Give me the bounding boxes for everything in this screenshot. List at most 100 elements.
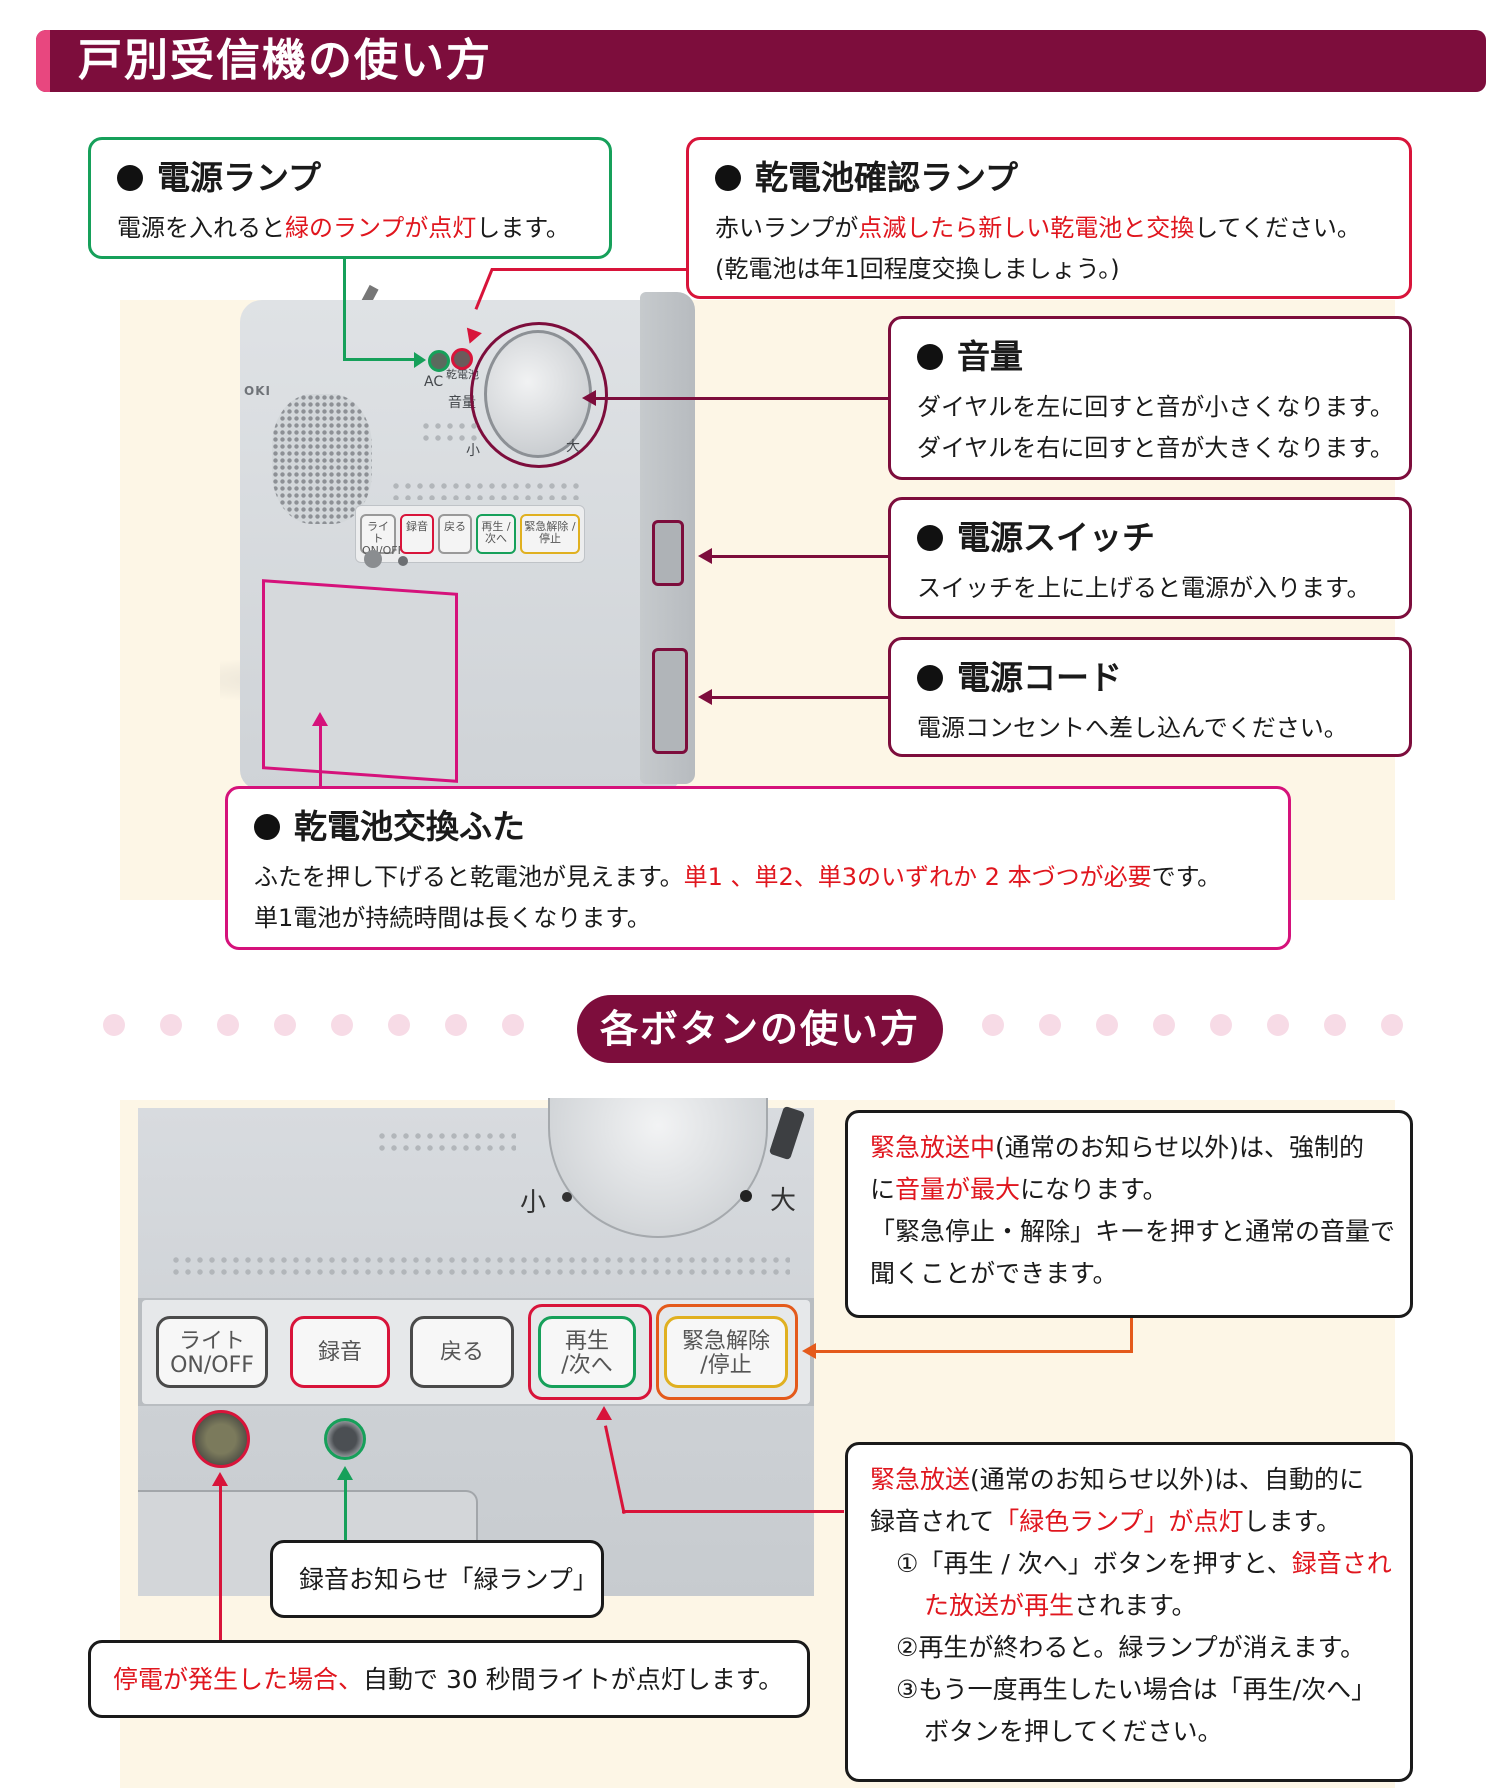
record-button[interactable]: 録音 [290, 1316, 390, 1388]
connector-battery-lamp [491, 268, 687, 271]
device-record-lamp [398, 556, 408, 566]
callout-title: 電源ランプ [157, 158, 322, 197]
closeup-label-large: 大 [770, 1186, 797, 1216]
light-button[interactable]: ライト ON/OFF [156, 1316, 268, 1388]
bullet-icon [715, 165, 741, 191]
bullet-icon [917, 525, 943, 551]
connector-arrowhead [414, 352, 426, 368]
connector-emergency-volume [1130, 1318, 1133, 1352]
callout-title: 音量 [957, 337, 1023, 376]
note-text: 停電が発生した場合、自動で 30 秒間ライトが点灯します。 [113, 1665, 784, 1694]
note-text: に音量が最大になります。 [870, 1175, 1168, 1204]
device-emergency-button[interactable]: 緊急解除 /停止 [520, 514, 580, 554]
connector-record-lamp [344, 1478, 347, 1542]
device-label-small: 小 [466, 443, 480, 459]
bullet-icon [917, 665, 943, 691]
section-title: 各ボタンの使い方 [577, 995, 943, 1063]
device-label-ac: AC [424, 374, 444, 390]
callout-text: 赤いランプが点滅したら新しい乾電池と交換してください。 [715, 214, 1361, 242]
note-text: 録音お知らせ「緑ランプ」 [299, 1565, 598, 1594]
connector-arrowhead [582, 390, 596, 406]
play-next-button[interactable]: 再生 /次へ [538, 1316, 636, 1388]
divider-dot [1153, 1014, 1175, 1036]
braille-dots [376, 1130, 516, 1154]
device-record-button[interactable]: 録音 [400, 514, 434, 554]
note-record-lamp: 録音お知らせ「緑ランプ」 [270, 1540, 604, 1618]
note-text: た放送が再生されます。 [924, 1591, 1197, 1620]
callout-power-cord: 電源コード 電源コンセントへ差し込んでください。 [888, 637, 1412, 757]
bullet-icon [117, 165, 143, 191]
callout-title: 電源コード [957, 658, 1122, 697]
callout-text: 単1電池が持続時間は長くなります。 [254, 904, 651, 932]
connector-arrowhead [698, 548, 712, 564]
power-switch[interactable] [652, 520, 684, 586]
emergency-button-highlight [656, 1304, 798, 1400]
device-back-button[interactable]: 戻る [438, 514, 472, 554]
callout-battery-cover: 乾電池交換ふた ふたを押し下げると乾電池が見えます。単1 、単2、単3のいずれか… [225, 786, 1291, 950]
divider-dot [502, 1014, 524, 1036]
speaker-grille [272, 394, 372, 524]
device-light-button[interactable]: ライト ON/OFF [360, 514, 404, 557]
header-band [36, 30, 1486, 92]
callout-text: 電源コンセントへ差し込んでください。 [917, 714, 1348, 742]
emergency-stop-button[interactable]: 緊急解除 /停止 [664, 1316, 788, 1388]
connector-emergency-record [622, 1510, 844, 1513]
braille-dots [420, 420, 480, 444]
connector-arrowhead [802, 1343, 816, 1359]
page-title: 戸別受信機の使い方 [78, 35, 492, 86]
connector-power-lamp [343, 258, 346, 360]
battery-cover[interactable] [262, 579, 458, 783]
divider-dot [331, 1014, 353, 1036]
callout-title: 乾電池確認ランプ [755, 158, 1019, 197]
back-button[interactable]: 戻る [410, 1316, 514, 1388]
play-button-highlight [528, 1304, 652, 1400]
connector-arrowhead [596, 1406, 612, 1420]
divider-dot [982, 1014, 1004, 1036]
closeup-dot-large [740, 1190, 752, 1202]
braille-dots [390, 480, 580, 500]
note-text: 緊急放送(通常のお知らせ以外)は、自動的に [870, 1465, 1365, 1494]
note-power-outage: 停電が発生した場合、自動で 30 秒間ライトが点灯します。 [88, 1640, 810, 1718]
connector-power-outage [219, 1484, 222, 1640]
device-button-strip: ライト ON/OFF 録音 戻る 再生 /次へ 緊急解除 /停止 [355, 505, 585, 563]
note-text: ②再生が終わると。緑ランプが消えます。 [896, 1633, 1366, 1662]
divider-dot [103, 1014, 125, 1036]
callout-power-switch: 電源スイッチ スイッチを上に上げると電源が入ります。 [888, 497, 1412, 619]
note-emergency-record: 緊急放送(通常のお知らせ以外)は、自動的に 録音されて「緑色ランプ」が点灯します… [845, 1442, 1413, 1782]
note-text: ボタンを押してください。 [924, 1717, 1223, 1746]
device-play-button[interactable]: 再生 /次へ [476, 514, 516, 554]
connector-emergency-volume [816, 1350, 1133, 1353]
divider-dot [1267, 1014, 1289, 1036]
battery-lamp [451, 348, 473, 370]
light-lamp [192, 1410, 250, 1468]
divider-dot [445, 1014, 467, 1036]
divider-dot [217, 1014, 239, 1036]
callout-volume: 音量 ダイヤルを左に回すと音が小さくなります。 ダイヤルを右に回すと音が大きくな… [888, 316, 1412, 480]
header-accent [36, 30, 50, 92]
note-text: 緊急放送中(通常のお知らせ以外)は、強制的 [870, 1133, 1365, 1162]
connector-battery-cover [319, 724, 322, 790]
closeup-dot-small [562, 1192, 572, 1202]
record-lamp [324, 1418, 366, 1460]
divider-dot [388, 1014, 410, 1036]
note-text: 「緊急停止・解除」キーを押すと通常の音量で [870, 1217, 1396, 1246]
note-text: 録音されて「緑色ランプ」が点灯します。 [870, 1507, 1342, 1536]
braille-dots [170, 1254, 790, 1280]
connector-power-switch [712, 555, 888, 558]
note-text: ③もう一度再生したい場合は「再生/次へ」 [896, 1675, 1377, 1704]
connector-arrowhead [312, 712, 328, 726]
connector-volume [596, 397, 888, 400]
divider-dot [1210, 1014, 1232, 1036]
note-emergency-volume: 緊急放送中(通常のお知らせ以外)は、強制的 に音量が最大になります。 「緊急停止… [845, 1110, 1413, 1318]
connector-power-cord [712, 696, 888, 699]
divider-dot [1039, 1014, 1061, 1036]
device-light-lamp [364, 550, 382, 568]
power-cord-socket[interactable] [652, 648, 688, 754]
callout-battery-lamp: 乾電池確認ランプ 赤いランプが点滅したら新しい乾電池と交換してください。 (乾電… [686, 137, 1412, 299]
device-brand: OKI [244, 384, 271, 398]
callout-text: 電源を入れると緑のランプが点灯します。 [117, 214, 570, 242]
bullet-icon [917, 344, 943, 370]
bullet-icon [254, 814, 280, 840]
callout-text: スイッチを上に上げると電源が入ります。 [917, 574, 1371, 602]
connector-arrowhead [698, 689, 712, 705]
